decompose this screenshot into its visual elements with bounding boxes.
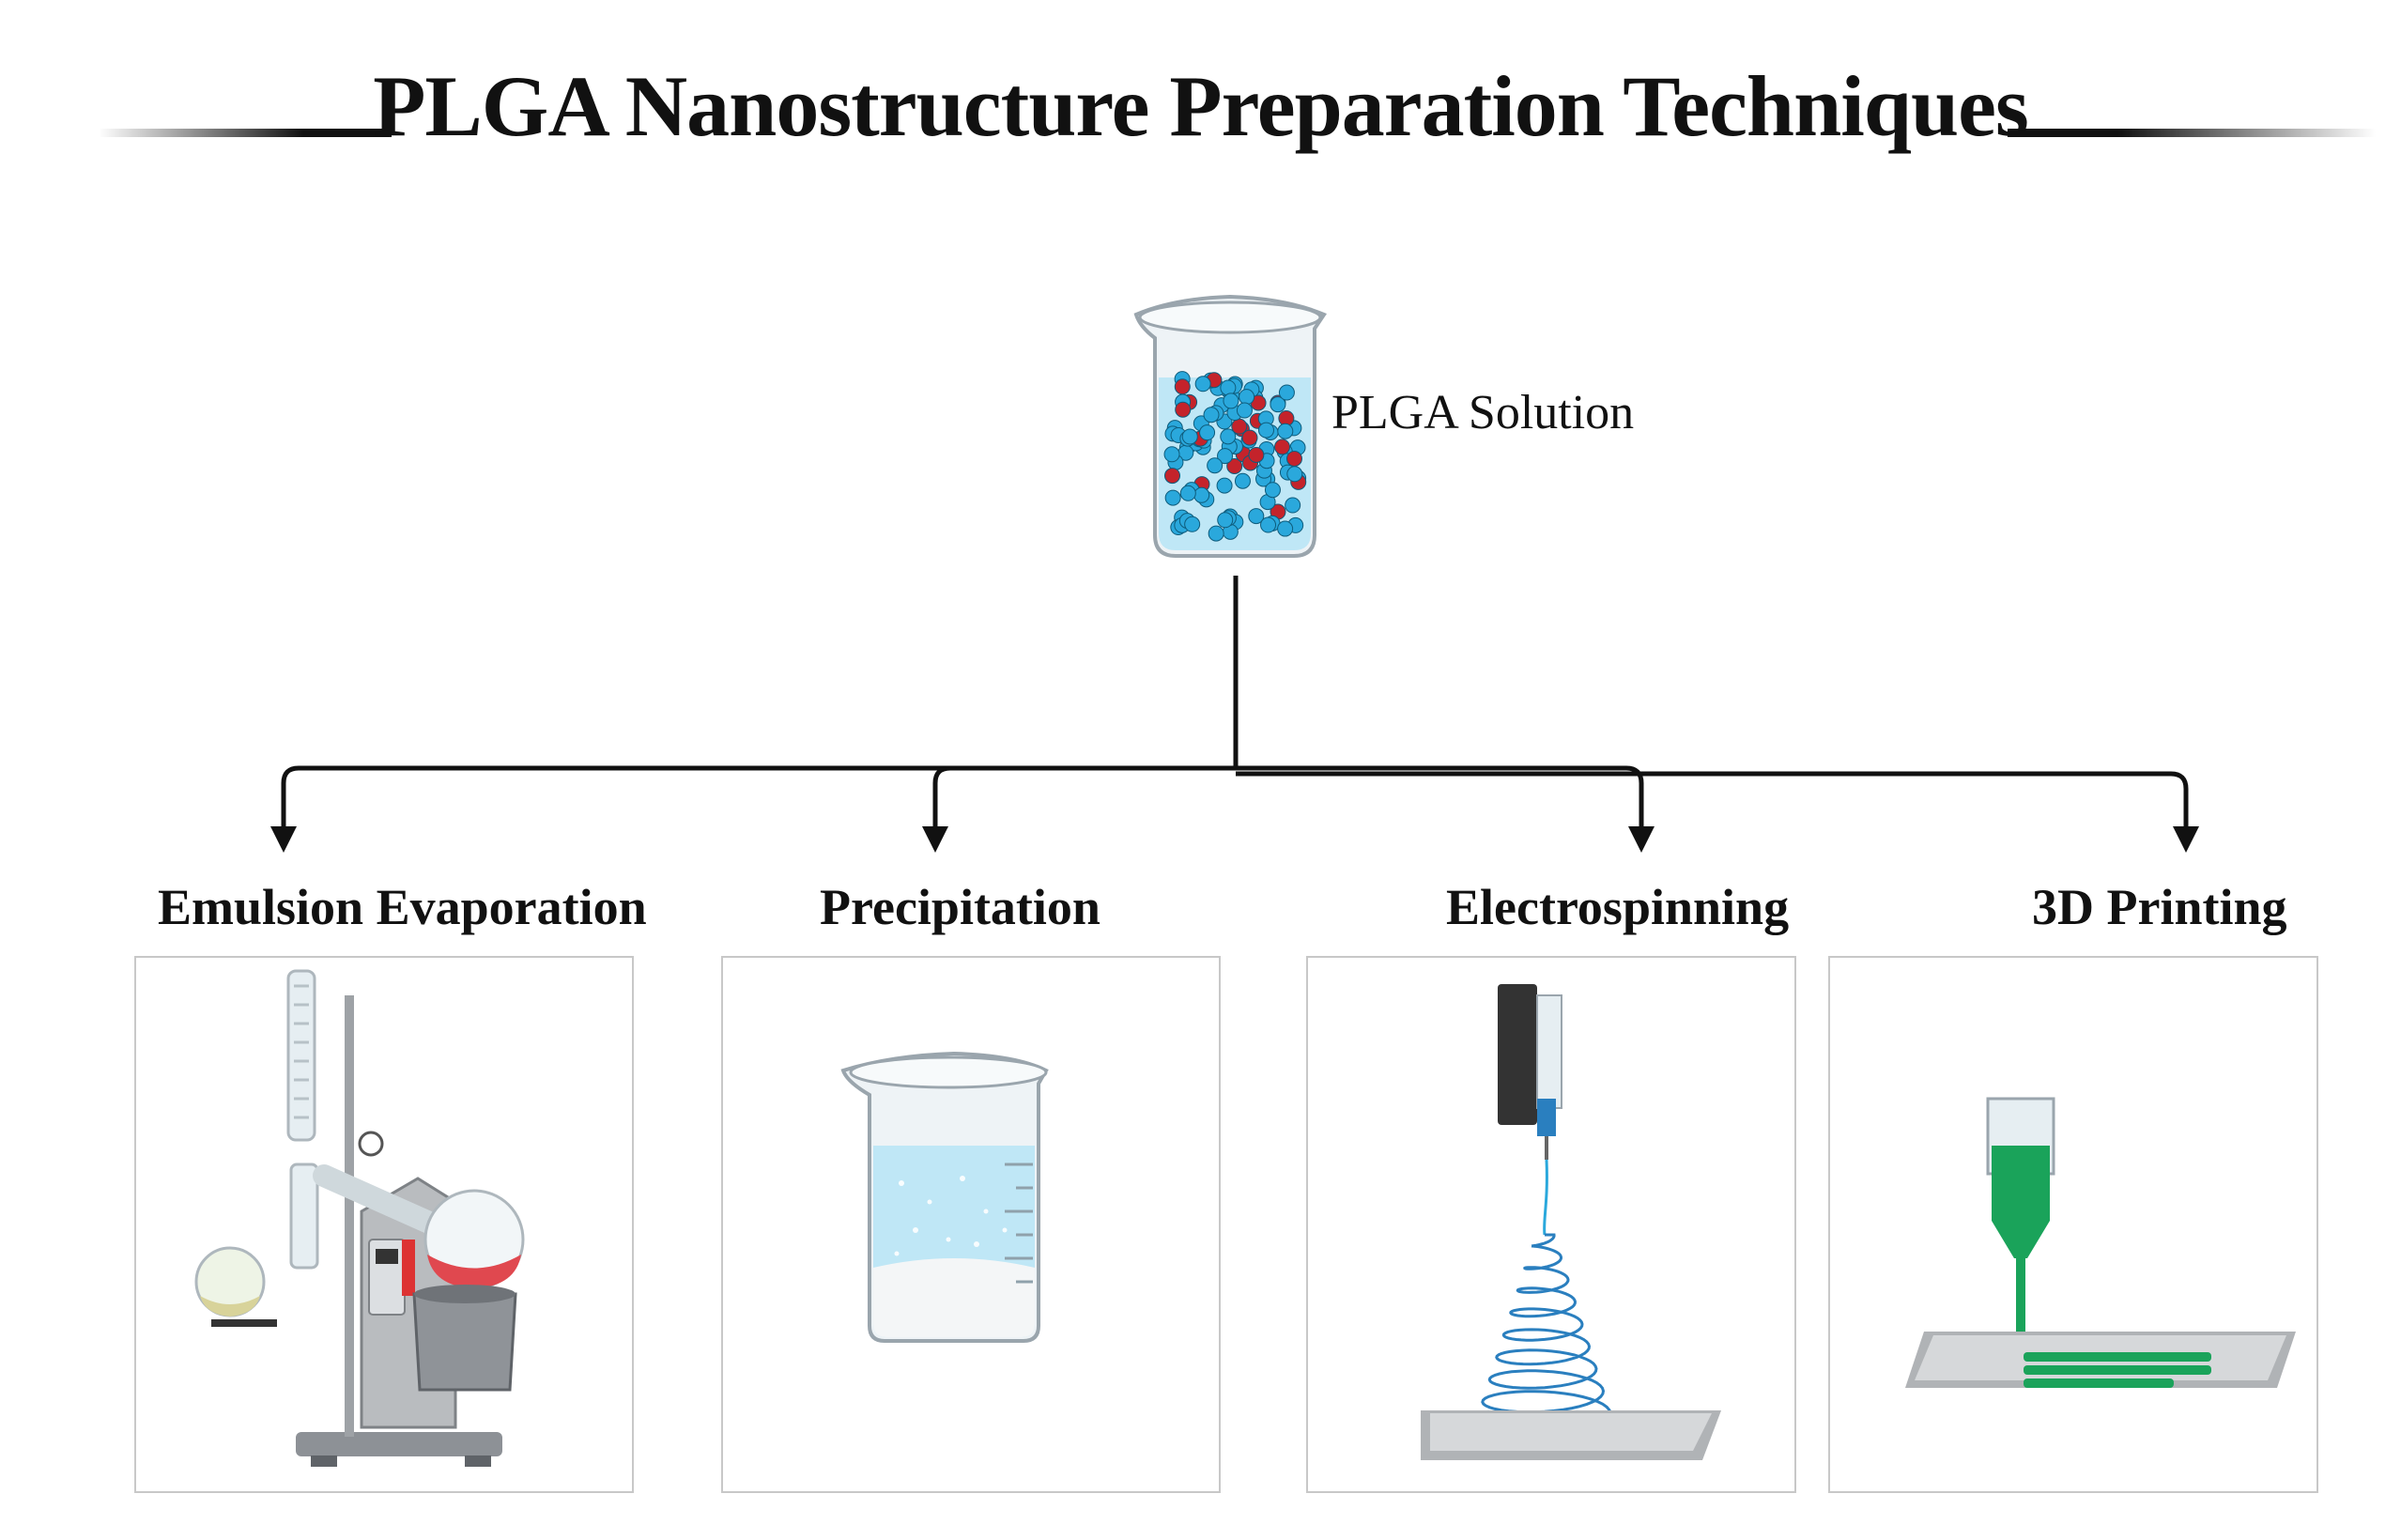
beaker-precipitate-icon bbox=[840, 1051, 1049, 1343]
particle bbox=[1175, 401, 1192, 418]
particle bbox=[1236, 402, 1253, 419]
panel-precipitation bbox=[721, 956, 1221, 1493]
particle bbox=[1194, 376, 1211, 393]
label-electrospinning: Electrospinning bbox=[1446, 879, 1790, 935]
particle bbox=[1285, 497, 1301, 514]
particle bbox=[1273, 439, 1290, 455]
arrow-precipitation bbox=[922, 826, 948, 853]
panel-emulsion-evaporation bbox=[134, 956, 634, 1493]
particle bbox=[1277, 520, 1294, 537]
title-rule-right bbox=[2008, 129, 2376, 137]
rotary-evaporator-icon bbox=[194, 969, 525, 1467]
particle bbox=[1181, 428, 1198, 445]
page-title: PLGA Nanostructure Preparation Technique… bbox=[373, 58, 2029, 154]
particle bbox=[1208, 525, 1224, 542]
particle bbox=[1226, 457, 1243, 474]
particle bbox=[1164, 468, 1181, 485]
particle bbox=[1286, 466, 1303, 483]
particle bbox=[1217, 448, 1234, 465]
particle bbox=[1248, 447, 1265, 464]
particle bbox=[1193, 486, 1210, 503]
particle bbox=[1217, 512, 1234, 529]
particle bbox=[1220, 428, 1237, 445]
particle bbox=[1184, 516, 1201, 532]
particle bbox=[1216, 477, 1233, 494]
particle bbox=[1257, 422, 1274, 439]
particle bbox=[1164, 489, 1181, 506]
particle bbox=[1241, 429, 1258, 446]
label-emulsion-evaporation: Emulsion Evaporation bbox=[158, 879, 647, 935]
particle bbox=[1179, 485, 1196, 501]
particle bbox=[1264, 482, 1281, 499]
particle bbox=[1207, 457, 1224, 474]
label-precipitation: Precipitation bbox=[820, 879, 1100, 935]
arrow-3dprinting bbox=[2173, 826, 2199, 853]
title-rule-left bbox=[99, 129, 392, 137]
arrow-emulsion bbox=[270, 826, 297, 853]
particle bbox=[1223, 393, 1239, 409]
particle bbox=[1174, 378, 1191, 395]
particle bbox=[1239, 389, 1255, 406]
particle bbox=[1248, 508, 1265, 525]
panel-3d-printing bbox=[1828, 956, 2318, 1493]
branch-emulsion bbox=[281, 765, 1236, 826]
plga-solution-label: PLGA Solution bbox=[1331, 386, 1635, 439]
arrow-electrospinning bbox=[1628, 826, 1655, 853]
particle bbox=[1203, 407, 1220, 424]
particle bbox=[1285, 450, 1302, 467]
particle bbox=[1220, 379, 1237, 396]
3d-printer-nozzle-icon bbox=[1905, 1097, 2296, 1388]
particle bbox=[1234, 472, 1251, 489]
branch-precipitation bbox=[932, 765, 1236, 826]
branch-3dprinting bbox=[1236, 771, 2189, 826]
particle bbox=[1278, 384, 1295, 401]
label-3d-printing: 3D Printing bbox=[2032, 879, 2287, 935]
particle bbox=[1277, 423, 1294, 439]
panel-electrospinning bbox=[1306, 956, 1796, 1493]
particle bbox=[1270, 396, 1286, 413]
electrospinning-setup-icon bbox=[1421, 984, 1721, 1460]
particle bbox=[1163, 446, 1180, 463]
particle bbox=[1199, 424, 1216, 441]
particle bbox=[1260, 516, 1277, 533]
